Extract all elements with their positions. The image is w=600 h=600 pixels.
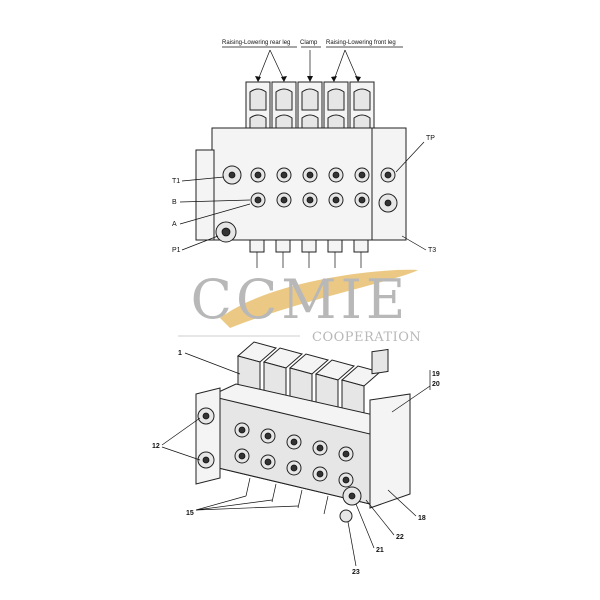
port-row-2 [250, 192, 398, 213]
p1-label: P1 [172, 247, 181, 254]
callout-18: 18 [418, 515, 426, 522]
top-view: Raising-Lowering rear leg Clamp Raising-… [172, 40, 436, 268]
swoosh-graphic [220, 269, 418, 328]
callout-23: 23 [352, 569, 360, 576]
t1-label: T1 [172, 178, 180, 185]
iso-inlet-block [195, 387, 221, 485]
iso-end-plate [369, 393, 411, 509]
callout-12: 12 [152, 443, 160, 450]
callout-20: 20 [432, 381, 440, 388]
b-label: B [172, 199, 177, 206]
spool-stems [249, 239, 369, 268]
callout-15: 15 [186, 510, 194, 517]
tp-label: TP [426, 135, 435, 142]
inlet-plate [195, 149, 215, 241]
port-row-1 [222, 165, 396, 185]
watermark-subtitle: COOPERATION [312, 330, 421, 345]
callout-19: 19 [432, 371, 440, 378]
callout-21: 21 [376, 547, 384, 554]
iso-view: 1 12 15 19 20 18 22 21 23 [152, 341, 440, 576]
callout-22: 22 [396, 534, 404, 541]
rear-leg-label: Raising-Lowering rear leg [222, 40, 290, 46]
front-leg-label: Raising-Lowering front leg [326, 40, 396, 46]
t3-label: T3 [428, 247, 436, 254]
callout-1: 1 [178, 350, 182, 357]
a-label: A [172, 221, 177, 228]
watermark-brand: CCMIE [191, 268, 410, 331]
iso-spool-caps [236, 341, 382, 417]
iso-ports [234, 422, 354, 488]
clamp-label: Clamp [300, 40, 318, 46]
header-leaders [255, 49, 361, 82]
iso-stems [245, 477, 329, 515]
watermark: CCMIE COOPERATION [178, 268, 421, 345]
outlet-plate [371, 127, 407, 241]
